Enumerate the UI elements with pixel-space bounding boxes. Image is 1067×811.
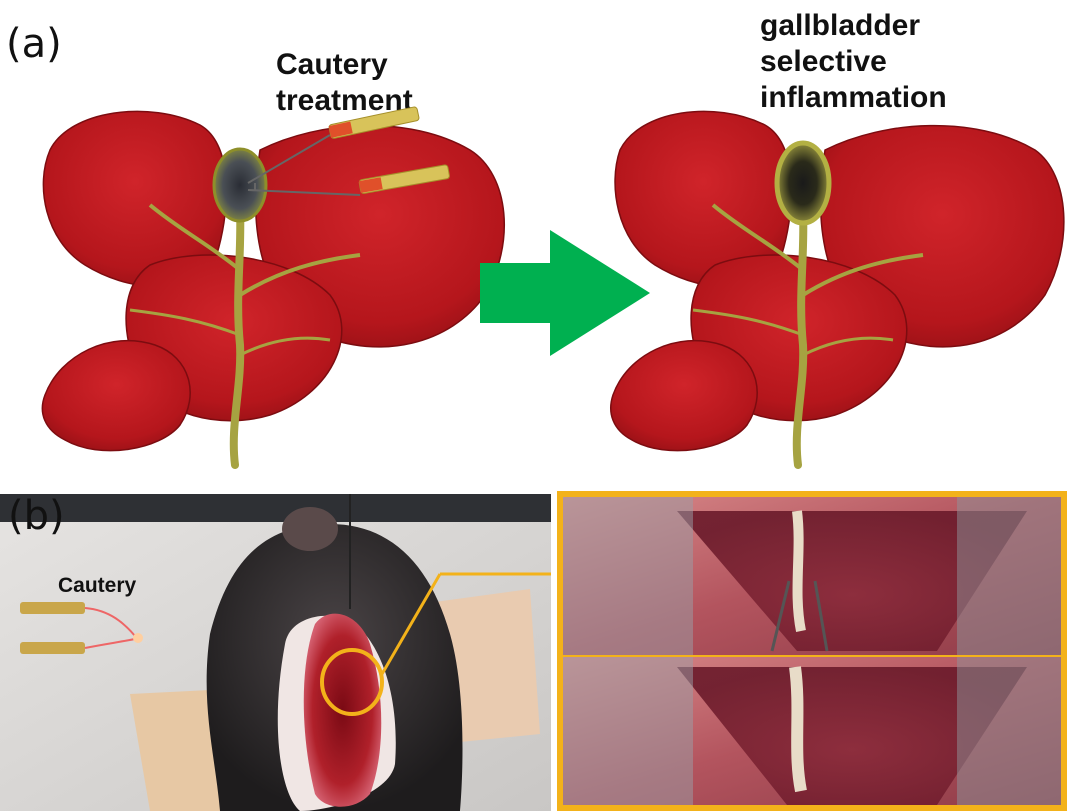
liver-illustration-before <box>30 95 530 470</box>
magnified-photo-after <box>563 657 1061 805</box>
panel-b-label: (b) <box>8 496 65 536</box>
surgery-photo <box>0 494 551 811</box>
cautery-label: Cautery <box>58 574 136 598</box>
liver-illustration-after <box>605 95 1065 470</box>
magnified-photos <box>557 491 1067 811</box>
magnified-photo-before <box>563 497 1061 655</box>
panel-a-label: (a) <box>6 24 62 64</box>
